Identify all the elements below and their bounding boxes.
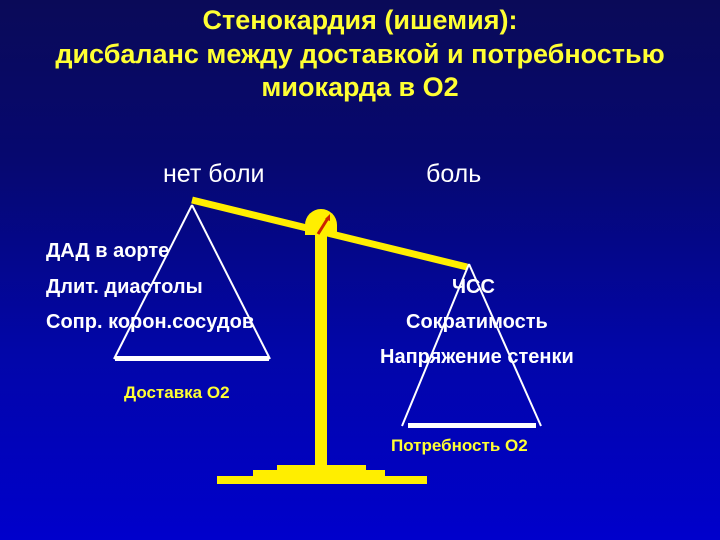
title-line-1: Стенокардия (ишемия): — [202, 5, 518, 35]
left-pan — [113, 204, 271, 361]
title-line-3: миокарда в О2 — [261, 72, 459, 102]
right-pan — [401, 263, 542, 428]
right-factor-3: Напряжение стенки — [380, 346, 574, 368]
scale-pillar — [315, 222, 327, 468]
demand-caption: Потребность О2 — [391, 436, 528, 455]
delivery-caption: Доставка О2 — [124, 383, 230, 402]
pain-label: боль — [426, 160, 482, 188]
title-line-2: дисбаланс между доставкой и потребностью — [55, 39, 665, 69]
right-factor-1: ЧСС — [452, 276, 495, 298]
left-factor-3: Сопр. корон.сосудов — [46, 311, 255, 333]
left-factor-2: Длит. диастолы — [46, 276, 203, 298]
right-factor-2: Сократимость — [406, 311, 548, 333]
left-factor-1: ДАД в аорте — [46, 240, 170, 262]
no-pain-label: нет боли — [163, 160, 265, 188]
pointer-arrow-icon — [316, 214, 330, 235]
